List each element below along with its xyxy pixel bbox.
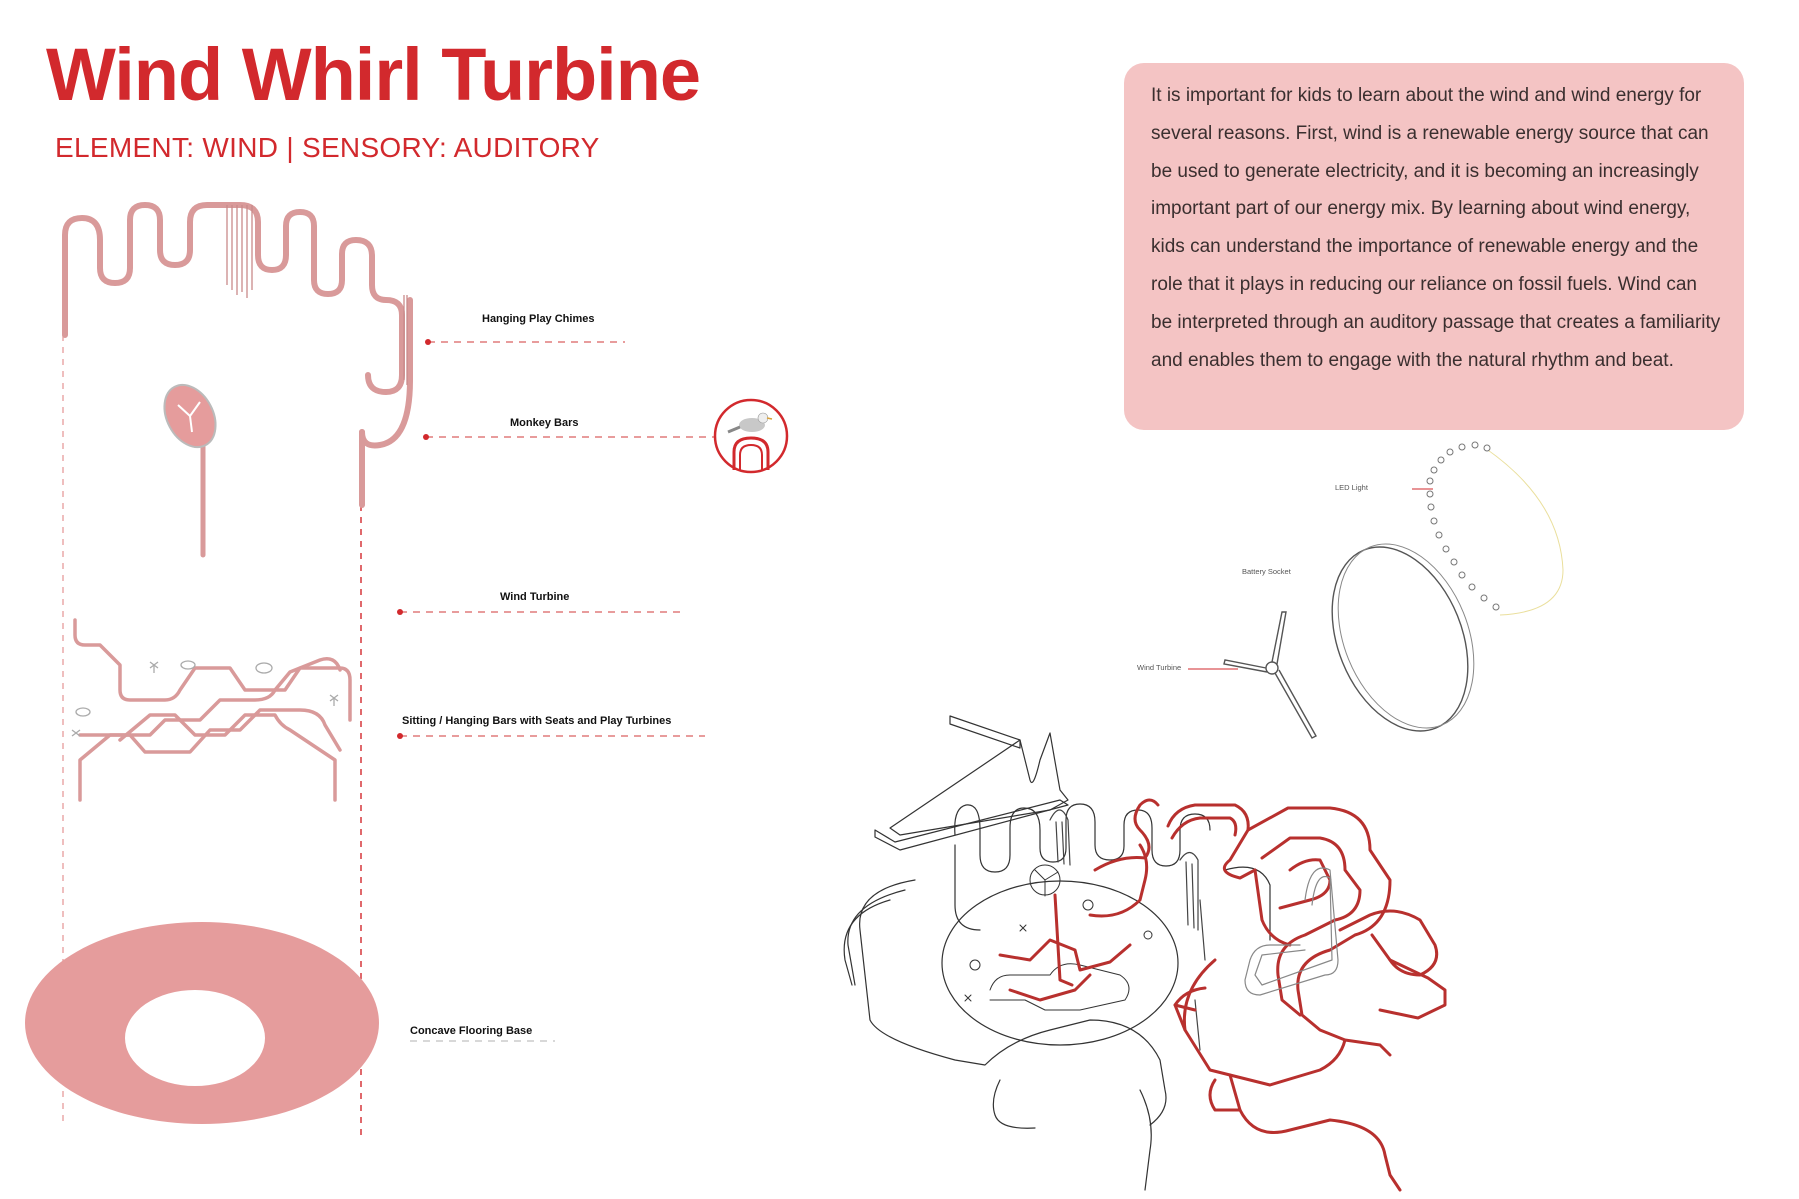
projection-guides — [62, 335, 362, 1135]
label-wind-turbine-component: Wind Turbine — [1137, 663, 1181, 672]
page-subtitle: ELEMENT: WIND | SENSORY: AUDITORY — [55, 132, 600, 163]
leader-dots — [397, 339, 431, 739]
wind-turbine-disc — [163, 383, 217, 558]
play-turbine-seats — [71, 660, 339, 737]
sitting-hanging-bars — [73, 618, 352, 802]
label-wind-turbine: Wind Turbine — [500, 591, 569, 603]
label-concave-flooring-base: Concave Flooring Base — [410, 1025, 532, 1037]
label-sitting-hanging-bars: Sitting / Hanging Bars with Seats and Pl… — [402, 715, 671, 727]
label-monkey-bars: Monkey Bars — [510, 417, 578, 429]
description-text: It is important for kids to learn about … — [1151, 85, 1721, 371]
hanging-play-chimes-structure — [62, 202, 413, 508]
led-light-beads — [1426, 441, 1500, 611]
label-hanging-play-chimes: Hanging Play Chimes — [482, 313, 594, 325]
description-panel: It is important for kids to learn about … — [1124, 63, 1744, 430]
page-title: Wind Whirl Turbine — [46, 33, 701, 116]
concave-flooring-base — [25, 922, 379, 1124]
leader-lines — [400, 341, 715, 1042]
label-battery-socket: Battery Socket — [1242, 567, 1292, 576]
turbine-blades — [1223, 611, 1317, 739]
bird-icon — [713, 398, 789, 474]
component-explosion — [1188, 441, 1564, 739]
chime-strands — [226, 205, 408, 385]
label-led-light: LED Light — [1335, 483, 1369, 492]
assembled-axonometric-view — [843, 715, 1447, 1192]
